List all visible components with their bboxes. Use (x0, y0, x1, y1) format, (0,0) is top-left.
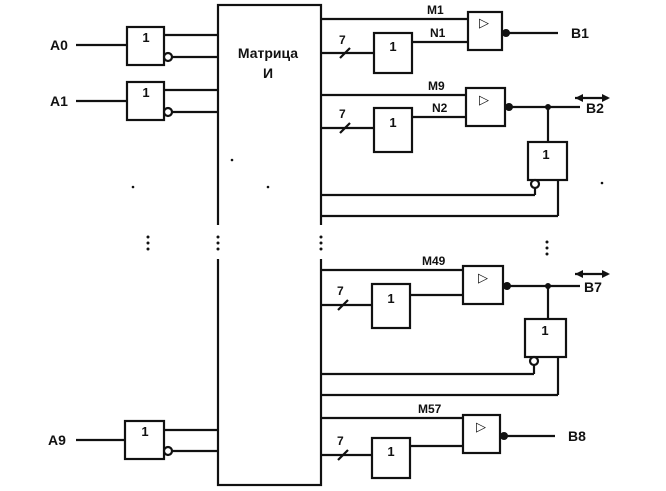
buffer-symbol-2: ▷ (479, 92, 489, 107)
matrix-break (214, 225, 326, 259)
term-label-m1: M1 (427, 3, 444, 17)
or-gate-2 (372, 106, 414, 154)
or-gate-3-label: 1 (387, 291, 394, 306)
output-label-b8: B8 (568, 428, 586, 444)
or-gate-4 (370, 436, 412, 480)
bus-width-1: 7 (339, 33, 346, 47)
output-label-b2: B2 (586, 100, 604, 116)
output-buffer-3 (461, 264, 505, 306)
feedback-gate-3-label: 1 (541, 323, 548, 338)
input-gate-a0 (125, 25, 166, 67)
feedback-gate-2 (526, 140, 569, 182)
term-label-n2: N2 (432, 101, 448, 115)
or-gate-1-label: 1 (389, 39, 396, 54)
feedback-bubble-3 (528, 355, 540, 367)
input-gate-a1 (125, 80, 166, 122)
or-gate-3 (370, 282, 412, 330)
bus-width-2: 7 (339, 107, 346, 121)
term-label-m57: M57 (418, 402, 442, 416)
term-label-m9: M9 (428, 79, 445, 93)
inverter-bubble-a0 (162, 51, 174, 63)
input-gate-a0-label: 1 (142, 30, 149, 45)
term-label-m49: M49 (422, 254, 446, 268)
feedback-bubble-2 (529, 178, 541, 190)
matrix-title-line1: Матрица (238, 45, 298, 61)
input-label-a9: A9 (48, 432, 66, 448)
buffer-symbol-1: ▷ (479, 15, 489, 30)
bus-width-4: 7 (337, 434, 344, 448)
buffer-symbol-3: ▷ (478, 270, 488, 285)
inverter-bubble-a1 (162, 106, 174, 118)
output-label-b7: B7 (584, 279, 602, 295)
input-label-a1: A1 (50, 93, 68, 109)
output-buffer-4 (461, 413, 502, 455)
input-gate-a9 (123, 419, 166, 461)
output-buffer-1 (466, 10, 504, 52)
or-gate-1 (372, 31, 414, 75)
input-gate-a1-label: 1 (142, 85, 149, 100)
matrix-title-line2: И (263, 65, 273, 81)
bus-width-3: 7 (337, 284, 344, 298)
or-gate-2-label: 1 (389, 115, 396, 130)
term-label-n1: N1 (430, 26, 446, 40)
buffer-symbol-4: ▷ (476, 419, 486, 434)
feedback-gate-3 (523, 317, 568, 359)
feedback-gate-2-label: 1 (542, 147, 549, 162)
input-gate-a9-label: 1 (141, 424, 148, 439)
output-label-b1: B1 (571, 25, 589, 41)
input-label-a0: A0 (50, 37, 68, 53)
or-gate-4-label: 1 (387, 444, 394, 459)
inverter-bubble-a9 (162, 445, 174, 457)
